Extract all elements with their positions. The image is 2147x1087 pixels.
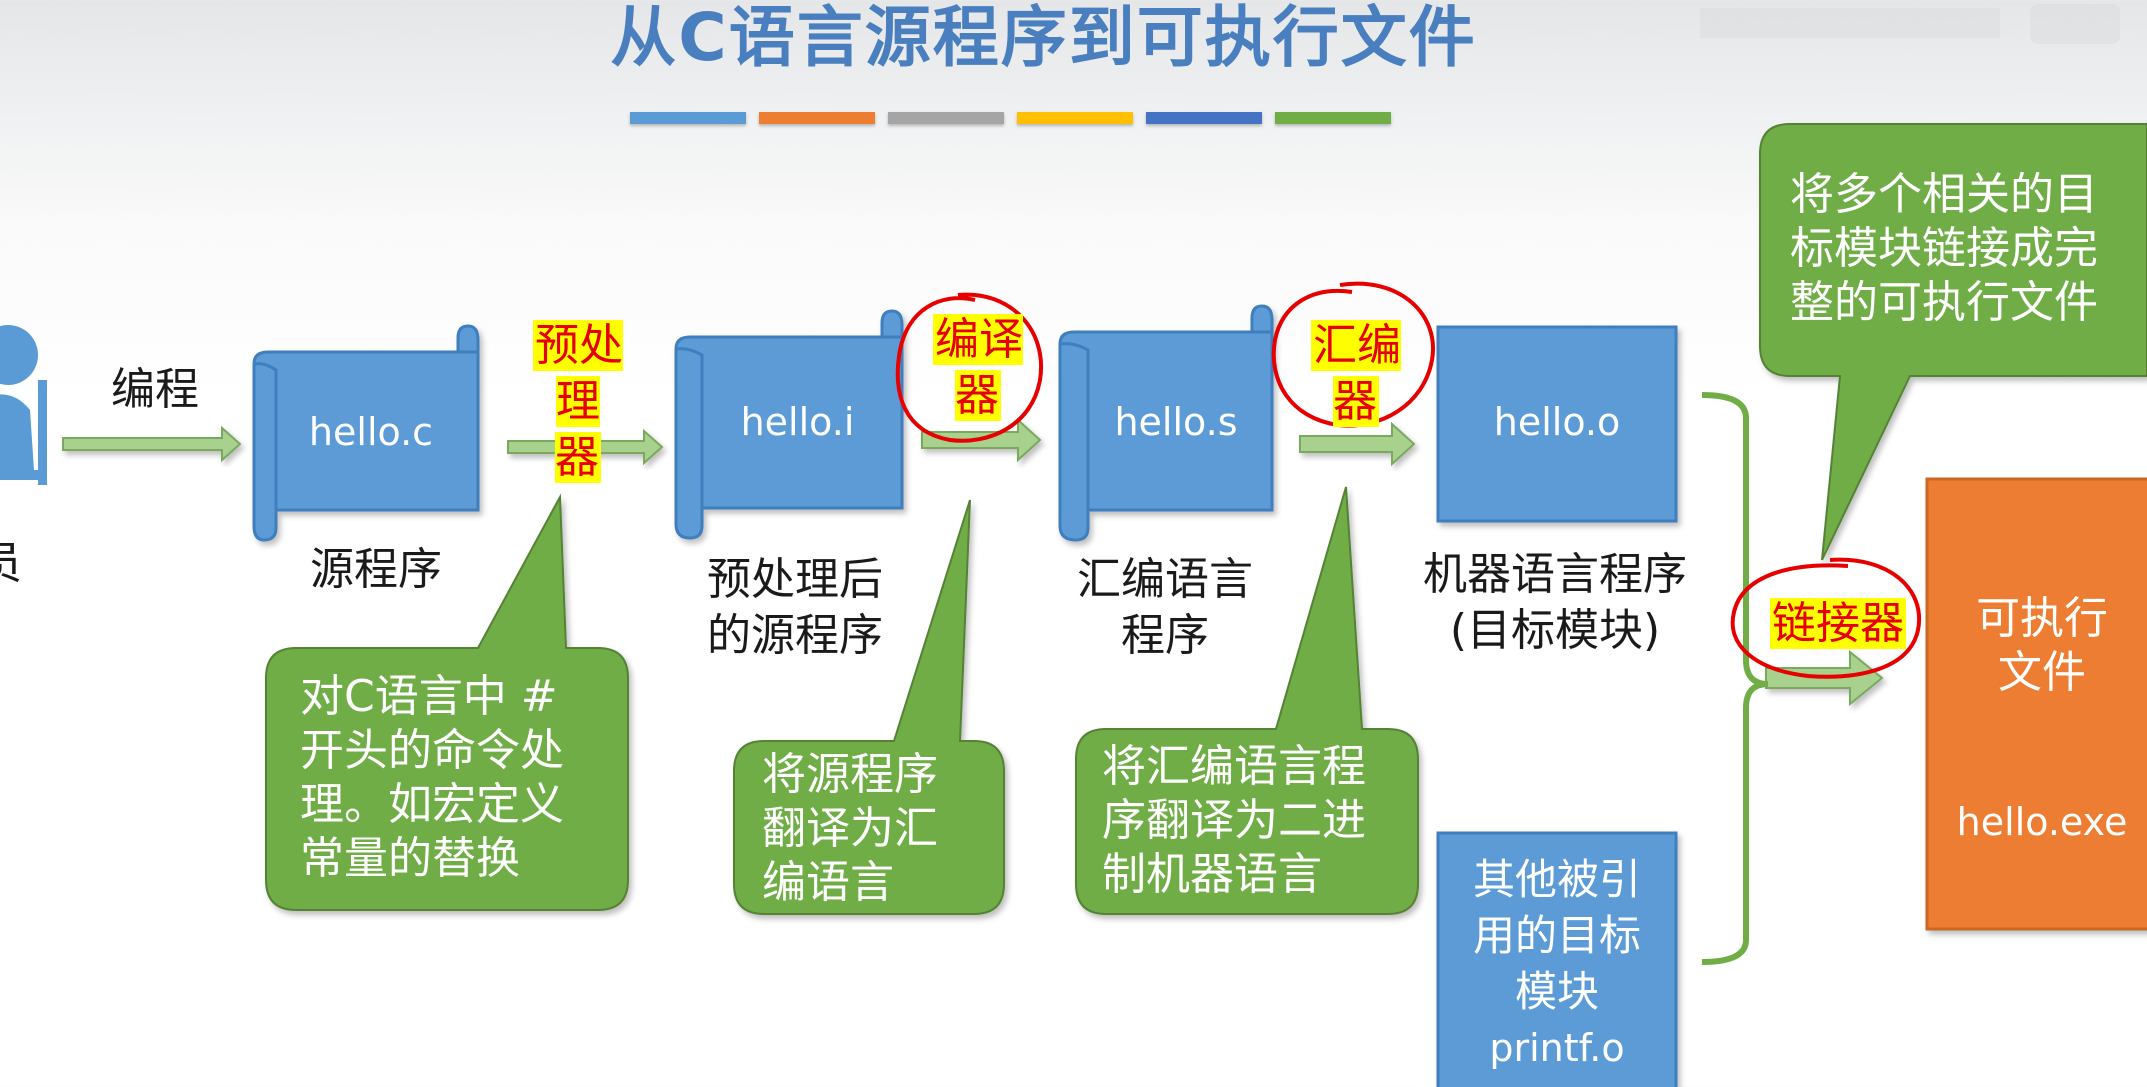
callout-shape-compile [733, 499, 1005, 915]
callout-text-link: 将多个相关的目 标模块链接成完 整的可执行文件 [1790, 169, 2098, 328]
color-bar-segment [1275, 112, 1391, 124]
linker-text: 链接器 [1770, 598, 1906, 649]
file-name-hello-o: hello.o [1493, 400, 1621, 444]
caption-assembly: 汇编语言 程序 [1077, 554, 1253, 661]
arrow-edit [62, 425, 242, 463]
callout-text-compile: 将源程序 翻译为汇 编语言 [762, 749, 938, 908]
caption-source: 源程序 [310, 544, 442, 595]
color-bar-segment [630, 112, 746, 124]
red-circle-compiler [895, 292, 1044, 443]
scroll-shape-hello-s [1058, 304, 1274, 542]
executable-text-block: 可执行 文件 hello.exe [1927, 592, 2147, 844]
callout-shape-assemble [1075, 486, 1419, 915]
file-name-printf-o: printf.o [1489, 1026, 1625, 1070]
box-hello-o [1436, 325, 1678, 523]
step-label-linker: 链接器 [1758, 596, 1918, 652]
callout-text-preprocess: 对C语言中 # 开头的命令处 理。如宏定义 常量的替换 [300, 671, 564, 884]
caption-object: 机器语言程序 (目标模块) [1423, 549, 1687, 656]
scroll-shape-hello-c [252, 324, 480, 542]
color-bar-segment [759, 112, 875, 124]
file-name-hello-exe: hello.exe [1956, 800, 2128, 844]
step-label-preprocessor: 预处理 器 [528, 318, 628, 486]
step-label-compiler: 编译 器 [928, 312, 1028, 424]
preprocessor-text: 预处理 器 [533, 320, 623, 483]
file-name-hello-i: hello.i [740, 400, 855, 444]
programmer-icon [0, 325, 47, 485]
arrow-assemble [1299, 421, 1416, 467]
watermark-logo [1700, 4, 2120, 44]
color-bar-segment [1146, 112, 1262, 124]
scroll-shape-hello-i [674, 309, 904, 540]
box-hello-exe [1925, 477, 2147, 931]
assembler-text: 汇编 器 [1311, 320, 1401, 427]
callout-text-assemble: 将汇编语言程 序翻译为二进 制机器语言 [1102, 741, 1366, 900]
step-label-assembler: 汇编 器 [1306, 318, 1406, 430]
compiler-text: 编译 器 [933, 314, 1023, 421]
file-name-hello-c: hello.c [308, 410, 434, 454]
slide-title: 从C语言源程序到可执行文件 [610, 0, 1477, 76]
color-bar-segment [888, 112, 1004, 124]
other-module-text-block: 其他被引 用的目标 模块 printf.o [1438, 852, 1676, 1076]
caption-preprocessed: 预处理后 的源程序 [707, 554, 883, 661]
color-bar-segment [1017, 112, 1133, 124]
programmer-label: 员 [0, 536, 38, 592]
callout-shape-preprocess [265, 493, 629, 911]
callout-shape-link [1759, 123, 2147, 561]
link-bracket [1701, 392, 1769, 965]
other-module-description: 其他被引 用的目标 模块 [1472, 855, 1641, 1016]
file-name-hello-s: hello.s [1114, 400, 1238, 444]
executable-description: 可执行 文件 [1976, 593, 2108, 698]
step-label-edit: 编程 [111, 364, 199, 415]
box-printf-o [1436, 831, 1678, 1087]
red-circle-linker [1730, 557, 1922, 679]
